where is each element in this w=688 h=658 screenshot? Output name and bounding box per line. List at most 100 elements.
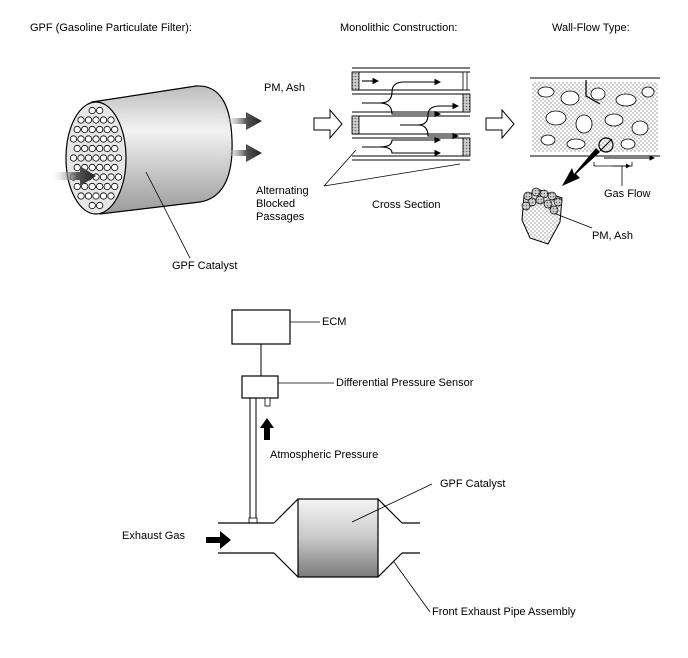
honeycomb-cell [96, 182, 104, 191]
gpf-title: GPF (Gasoline Particulate Filter): [30, 22, 192, 34]
zoom-circle [598, 137, 614, 153]
pore [641, 86, 655, 98]
pm-particle [543, 199, 553, 209]
cylinder-body [91, 85, 233, 215]
honeycomb-cell [96, 201, 104, 210]
honeycomb-cell [96, 125, 104, 134]
gpf-catalyst-top-label: GPF Catalyst [172, 260, 238, 272]
honeycomb-cell [103, 144, 111, 153]
honeycomb-cell [107, 192, 115, 200]
pore [575, 114, 593, 134]
outlet-flow-arrow-top [222, 112, 262, 130]
honeycomb-cell [99, 116, 108, 124]
pm-ash-particles [521, 187, 563, 215]
pore [537, 86, 555, 98]
alternating-leader-1 [323, 149, 357, 187]
monolithic-title: Monolithic Construction: [340, 22, 458, 34]
pm-particle [549, 205, 559, 215]
honeycomb-cell [107, 135, 115, 143]
honeycomb-cell [96, 163, 104, 172]
gas-flow-label: Gas Flow [604, 188, 651, 200]
gpf-catalyst-leader [145, 171, 191, 259]
honeycomb-cell [81, 125, 89, 134]
honeycomb-cell [99, 154, 108, 162]
cross-section-label: Cross Section [372, 199, 441, 211]
pore [540, 134, 556, 146]
honeycomb-cell [92, 135, 100, 143]
honeycomb-cell [111, 125, 119, 134]
honeycomb-cell [88, 125, 96, 134]
honeycomb-cell [84, 154, 93, 162]
honeycomb-cell [103, 125, 111, 134]
honeycomb-cell [73, 182, 81, 191]
differential-pressure-sensor [241, 375, 279, 399]
inlet-flow-arrow [50, 166, 96, 186]
sensor-port [264, 397, 271, 407]
honeycomb-cell [81, 144, 89, 153]
alternating-leader-2 [323, 163, 461, 187]
honeycomb-cell [92, 116, 100, 124]
honeycomb-cell [77, 192, 85, 200]
pore [631, 120, 649, 136]
alternating-blocked-passages-label: Alternating Blocked Passages [256, 185, 309, 223]
honeycomb-cell [73, 144, 81, 153]
pm-particle [527, 197, 537, 207]
pore [620, 138, 636, 150]
honeycomb-cell [84, 135, 93, 143]
honeycomb-cell [99, 173, 108, 181]
honeycomb-cell [107, 173, 115, 181]
gpf-catalyst-body [297, 498, 379, 578]
front-exhaust-pipe-label: Front Exhaust Pipe Assembly [432, 606, 576, 618]
exhaust-pipe-assembly [218, 498, 420, 578]
atmospheric-pressure-label: Atmospheric Pressure [270, 449, 379, 461]
honeycomb-cell [88, 106, 96, 115]
honeycomb-cell [103, 182, 111, 191]
pm-particle [553, 197, 563, 207]
gpf-catalyst-bottom-leader [351, 483, 433, 523]
honeycomb-cell [111, 182, 119, 191]
honeycomb-cell [88, 201, 96, 210]
pm-particle [535, 195, 545, 205]
pore [566, 138, 586, 150]
pm-ash-right-label: PM, Ash [592, 230, 633, 242]
honeycomb-cell [111, 163, 119, 172]
honeycomb-cell [114, 173, 123, 181]
honeycomb-cell [81, 182, 89, 191]
honeycomb-cell [77, 135, 85, 143]
pore [545, 110, 567, 126]
honeycomb-cell [99, 192, 108, 200]
honeycomb-cell [88, 144, 96, 153]
honeycomb-cell [73, 163, 81, 172]
honeycomb-cell [92, 154, 100, 162]
honeycomb-cell [107, 154, 115, 162]
pm-particle [539, 189, 549, 199]
pm-particle [523, 191, 533, 201]
pore [604, 113, 624, 127]
front-pipe-leader [393, 561, 431, 613]
hollow-arrow-2 [485, 108, 515, 140]
honeycomb-cell [114, 135, 123, 143]
honeycomb-cell [96, 144, 104, 153]
atmospheric-pressure-arrow [260, 418, 274, 440]
honeycomb-cell [73, 125, 81, 134]
porous-wall-holes [537, 86, 655, 150]
honeycomb-cell [69, 154, 78, 162]
wallflow-title: Wall-Flow Type: [552, 22, 630, 34]
honeycomb-cell [103, 163, 111, 172]
gpf-catalyst-bottom-label: GPF Catalyst [440, 478, 506, 490]
honeycomb-cell [111, 144, 119, 153]
honeycomb-cell [77, 154, 85, 162]
monolithic-cross-section [351, 64, 471, 168]
pm-particle [521, 201, 531, 211]
honeycomb-cell [77, 116, 85, 124]
exhaust-gas-arrow [206, 531, 231, 549]
pore [560, 90, 580, 106]
zoom-arrow [562, 148, 600, 186]
wall-flow-illustration [521, 77, 660, 245]
pipe-port [248, 517, 258, 524]
honeycomb-cell [88, 163, 96, 172]
pm-ash-left-label: PM, Ash [264, 82, 305, 94]
honeycomb-cell [107, 116, 115, 124]
honeycomb-cell [69, 135, 78, 143]
